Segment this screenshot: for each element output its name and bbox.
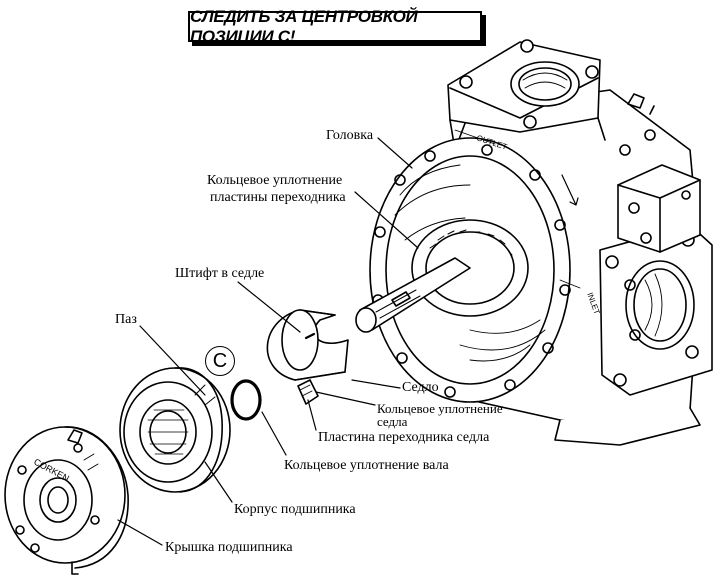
label-head: Головка <box>326 128 374 143</box>
label-bearing-housing: Корпус подшипника <box>234 502 356 517</box>
position-c-callout: C <box>205 346 235 376</box>
seat-part <box>266 309 349 381</box>
warning-title-box: СЛЕДИТЬ ЗА ЦЕНТРОВКОЙ ПОЗИЦИИ С! <box>188 7 482 46</box>
leader-lines <box>117 137 419 546</box>
leader-seat-adapter-plate <box>307 399 317 431</box>
label-slot: Паз <box>115 312 137 327</box>
bearing-housing-part <box>119 367 231 493</box>
label-seat-oring-2: седла <box>377 414 408 429</box>
label-seat: Седло <box>402 380 439 395</box>
warning-title: СЛЕДИТЬ ЗА ЦЕНТРОВКОЙ ПОЗИЦИИ С! <box>190 6 418 46</box>
leader-seat <box>351 379 401 389</box>
label-seat-adapter-plate: Пластина переходника седла <box>318 430 490 445</box>
leader-shaft-oring <box>261 411 287 456</box>
label-seat-oring-1: Кольцевое уплотнение <box>377 401 503 416</box>
label-bearing-cover: Крышка подшипника <box>165 540 293 555</box>
leader-slot <box>139 325 206 396</box>
label-shaft-oring: Кольцевое уплотнение вала <box>284 458 449 473</box>
pump-body <box>355 39 713 446</box>
leader-seat-pin <box>237 281 301 333</box>
leader-seat-oring <box>315 391 376 406</box>
leader-bearing-cover <box>117 519 163 546</box>
leader-adapter-oring <box>354 191 419 249</box>
leader-bearing-housing <box>204 461 233 503</box>
shaft-oring-part <box>230 379 262 421</box>
seat-adapter-plate-part <box>297 379 319 405</box>
label-adapter-plate-oring-1: Кольцевое уплотнение <box>207 173 343 188</box>
label-seat-pin: Штифт в седле <box>175 266 265 281</box>
bearing-cover-part <box>4 426 129 575</box>
leader-head <box>377 137 413 169</box>
label-adapter-plate-oring-2: пластины переходника <box>210 190 346 205</box>
